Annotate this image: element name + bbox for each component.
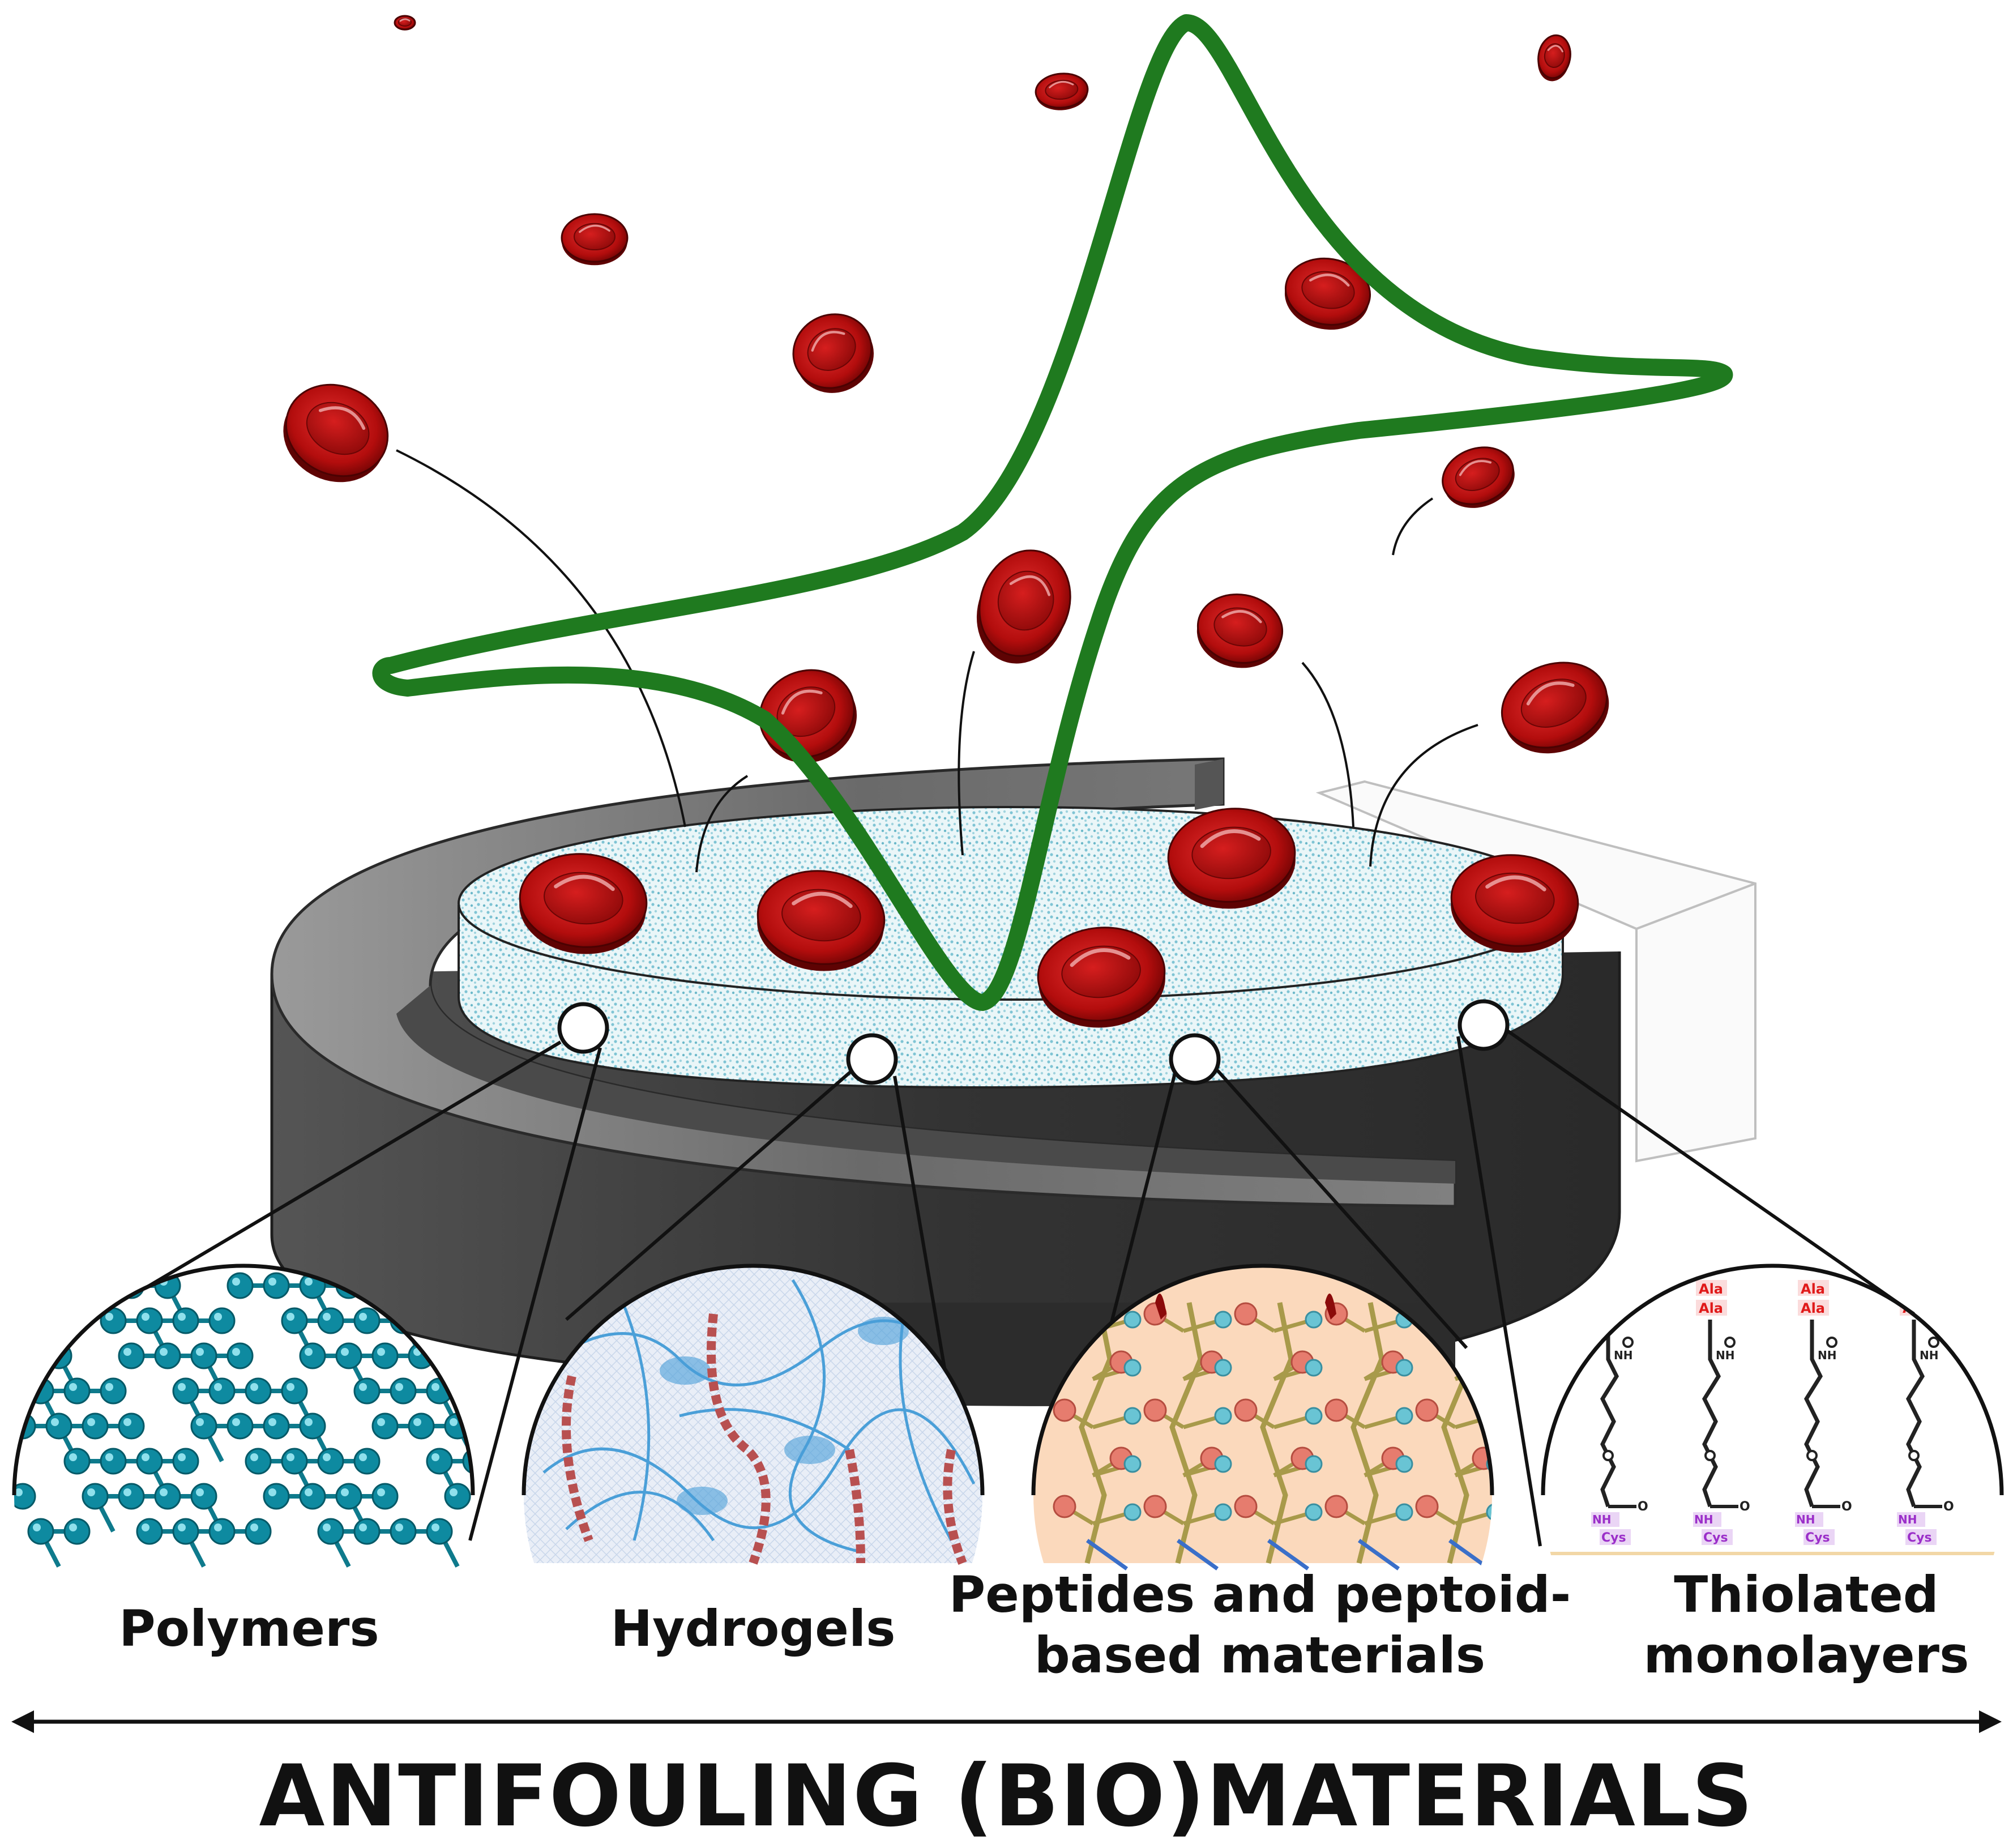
svg-text:O: O (1943, 1500, 1954, 1514)
red-blood-cell (1501, 661, 1609, 754)
svg-text:NH: NH (1614, 1348, 1632, 1362)
red-blood-cell (1167, 808, 1296, 909)
label-peptides-line2: based materials (1034, 1626, 1486, 1685)
label-peptides: Peptides and peptoid- based materials (934, 1564, 1585, 1686)
svg-text:Ala: Ala (1801, 1300, 1825, 1316)
svg-text:NH: NH (1716, 1348, 1734, 1362)
label-thiolated: Thiolated monolayers (1614, 1564, 1999, 1686)
callout-lines (129, 999, 1915, 1547)
label-hydrogels-line1: Hydrogels (610, 1599, 896, 1658)
red-blood-cells (283, 15, 1609, 1028)
zoom-circle-thiolated: AlaAlaNHONHCysAlaAlaNHONHCysAlaAlaNHONHC… (1541, 1264, 2004, 1563)
svg-text:NH: NH (1898, 1513, 1917, 1526)
red-blood-cell (1537, 34, 1571, 82)
svg-text:Ala: Ala (1699, 1300, 1723, 1316)
red-blood-cell (394, 15, 416, 31)
axis-title: ANTIFOULING (BIO)MATERIALS (259, 1747, 1754, 1846)
svg-text:NH: NH (1818, 1348, 1836, 1362)
svg-text:Ala: Ala (1801, 1281, 1825, 1297)
svg-text:Ala: Ala (1699, 1281, 1723, 1297)
label-hydrogels: Hydrogels (595, 1598, 912, 1659)
label-thiolated-line1: Thiolated (1674, 1565, 1939, 1624)
svg-text:Cys: Cys (1703, 1531, 1728, 1545)
red-blood-cell (1035, 72, 1089, 110)
red-blood-cell (792, 313, 874, 393)
svg-text:Cys: Cys (1907, 1531, 1932, 1545)
svg-text:NH: NH (1694, 1513, 1713, 1526)
label-polymers-line1: Polymers (119, 1599, 379, 1658)
red-blood-cell (757, 870, 886, 971)
svg-text:Ala: Ala (1597, 1281, 1621, 1297)
svg-text:Cys: Cys (1601, 1531, 1626, 1545)
svg-text:Ala: Ala (1903, 1281, 1927, 1297)
red-blood-cell (519, 853, 648, 954)
svg-text:O: O (1740, 1500, 1750, 1514)
label-thiolated-line2: monolayers (1643, 1626, 1969, 1685)
red-blood-cell (283, 383, 389, 483)
svg-text:Cys: Cys (1805, 1531, 1830, 1545)
red-blood-cell (1450, 854, 1579, 953)
red-blood-cell (1037, 927, 1166, 1028)
label-peptides-line1: Peptides and peptoid- (948, 1565, 1571, 1624)
svg-text:NH: NH (1796, 1513, 1815, 1526)
red-blood-cell (561, 213, 629, 266)
red-blood-cell (976, 549, 1071, 664)
svg-text:O: O (1841, 1500, 1852, 1514)
svg-text:Ala: Ala (1597, 1300, 1621, 1316)
cyclic-voltammogram (372, 14, 1733, 1011)
svg-text:O: O (1638, 1500, 1648, 1514)
label-polymers: Polymers (91, 1598, 408, 1659)
trajectories (396, 449, 1478, 873)
red-blood-cell (1284, 257, 1371, 330)
red-blood-cell (1442, 446, 1515, 508)
axis-arrow (11, 1710, 2002, 1733)
svg-text:NH: NH (1920, 1348, 1938, 1362)
red-blood-cell (1196, 593, 1284, 668)
svg-text:NH: NH (1592, 1513, 1611, 1526)
